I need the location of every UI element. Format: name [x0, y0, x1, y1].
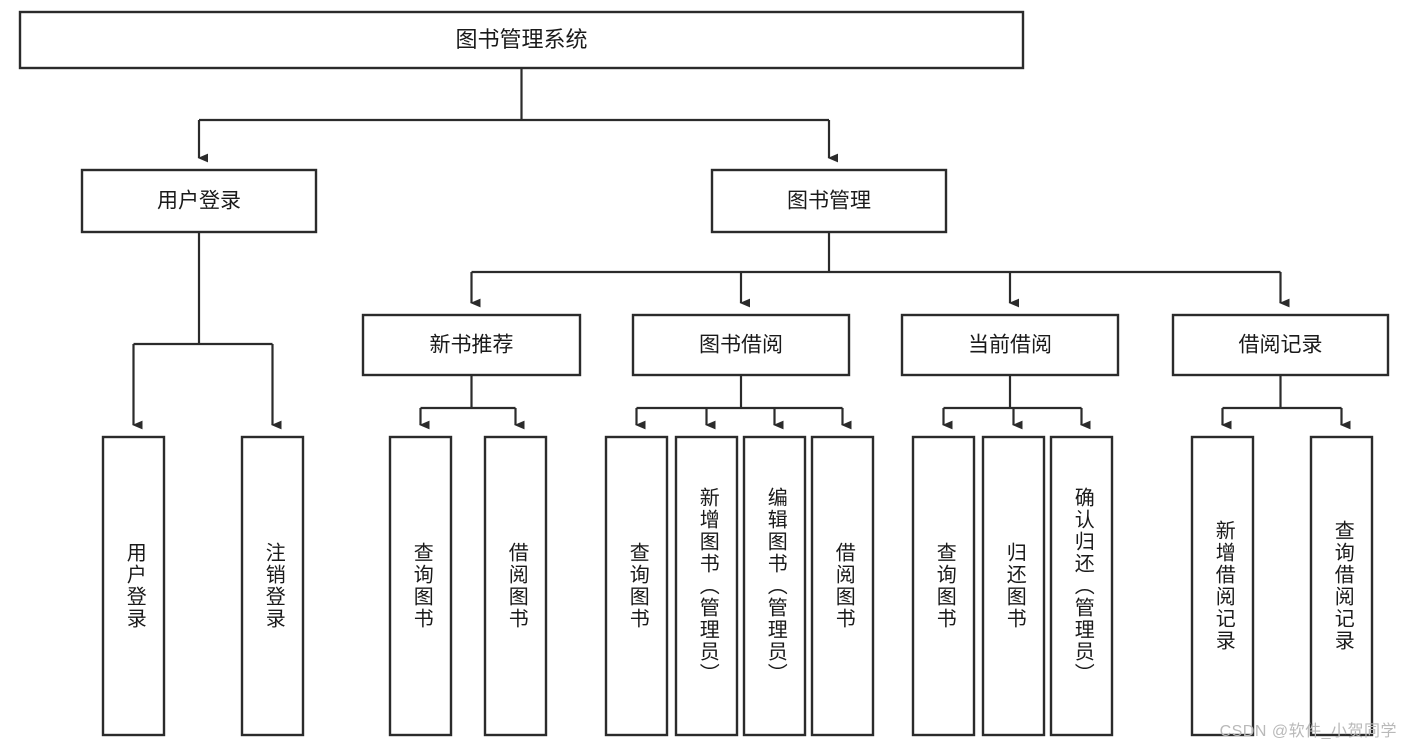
watermark-text: CSDN @软件_小贺同学 — [1219, 723, 1397, 740]
node-box-leaf-4[interactable] — [604, 435, 669, 737]
node-box-leaf-2[interactable] — [388, 435, 453, 737]
node-label-level2-1: 图书管理 — [787, 190, 871, 213]
node-box-root[interactable] — [18, 10, 1025, 70]
node-label-level3-3: 借阅记录 — [1239, 334, 1323, 357]
node-box-level2-0[interactable] — [80, 168, 318, 234]
node-box-level3-2[interactable] — [900, 313, 1120, 377]
node-label-root: 图书管理系统 — [455, 27, 587, 52]
node-box-leaf-11[interactable] — [1190, 435, 1255, 737]
node-label-level3-2: 当前借阅 — [968, 334, 1052, 357]
node-box-leaf-10[interactable] — [1049, 435, 1114, 737]
node-box-leaf-6[interactable] — [742, 435, 807, 737]
node-box-leaf-8[interactable] — [911, 435, 976, 737]
node-box-leaf-12[interactable] — [1309, 435, 1374, 737]
node-label-level3-0: 新书推荐 — [430, 334, 514, 357]
node-box-leaf-9[interactable] — [981, 435, 1046, 737]
node-box-leaf-0[interactable] — [101, 435, 166, 737]
node-box-level3-0[interactable] — [361, 313, 582, 377]
node-box-leaf-5[interactable] — [674, 435, 739, 737]
node-label-level2-0: 用户登录 — [157, 190, 241, 213]
node-boxes-layer — [18, 10, 1390, 737]
node-box-leaf-3[interactable] — [483, 435, 548, 737]
node-label-level3-1: 图书借阅 — [699, 334, 783, 357]
connectors-layer — [132, 68, 1351, 430]
node-box-leaf-7[interactable] — [810, 435, 875, 737]
node-box-leaf-1[interactable] — [240, 435, 305, 737]
